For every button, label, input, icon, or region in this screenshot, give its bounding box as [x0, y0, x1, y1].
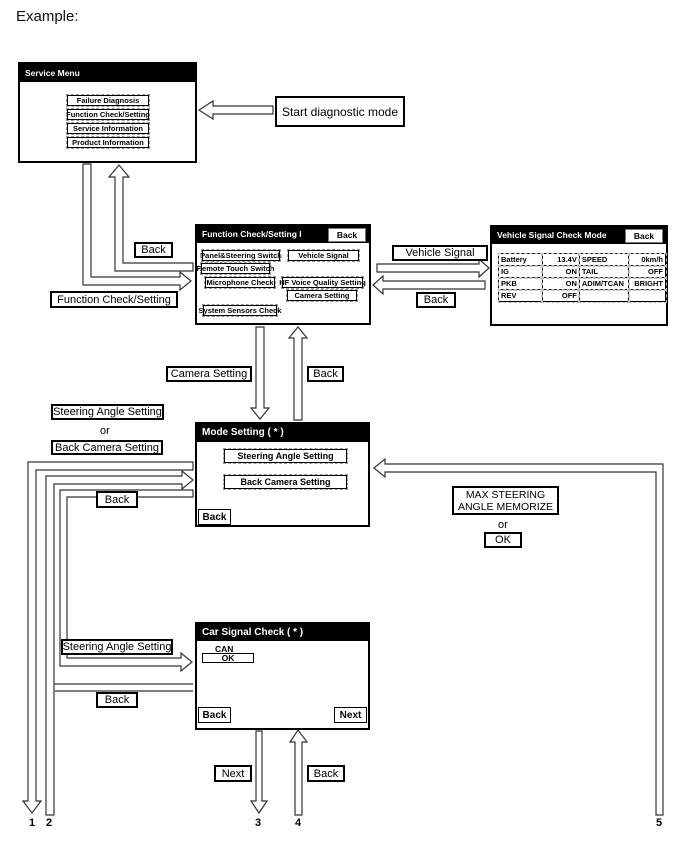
product-information-button[interactable]: Product Information	[66, 136, 150, 149]
panel-steering-switch-button[interactable]: Panel&Steering Switch	[200, 249, 282, 262]
signal-value: BRIGHT	[627, 276, 667, 291]
start-diagnostic-mode-label: Start diagnostic mode	[275, 96, 405, 127]
function-check-setting-label: Function Check/Setting	[50, 291, 178, 308]
function-check-back-button[interactable]: Back	[328, 228, 366, 242]
back-from-vehicle-label: Back	[416, 292, 456, 308]
connector-1: 1	[29, 817, 36, 829]
arrow-mode-to-function	[287, 326, 309, 421]
mode-setting-screen: Mode Setting ( * ) Steering Angle Settin…	[195, 422, 370, 527]
back-from-car-signal-label: Back	[96, 692, 138, 708]
connector-4: 4	[295, 817, 302, 829]
service-information-button[interactable]: Service Information	[66, 122, 150, 135]
back-to-function-label: Back	[307, 366, 344, 382]
mode-setting-title: Mode Setting ( * )	[197, 424, 368, 442]
table-row: Battery 13.4V SPEED 0km/h	[497, 252, 667, 267]
arrow-5-to-mode	[373, 457, 664, 816]
back-camera-setting-label: Back Camera Setting	[51, 440, 163, 455]
car-signal-back-button[interactable]: Back	[198, 707, 231, 723]
vehicle-signal-button[interactable]: Vehicle Signal	[287, 249, 360, 262]
signal-name: REV	[497, 288, 544, 303]
function-check-title: Function Check/Setting I	[197, 226, 369, 243]
signal-value: OFF	[541, 288, 581, 303]
page-heading: Example:	[16, 8, 79, 25]
arrow-vehicle-to-function	[372, 274, 486, 296]
microphone-check-button[interactable]: Microphone Check	[204, 276, 276, 289]
signal-value	[627, 288, 667, 303]
signal-value: OFF	[627, 264, 667, 279]
signal-name: Battery	[497, 252, 544, 267]
arrow-service-to-function	[82, 163, 192, 292]
vehicle-signal-screen: Vehicle Signal Check Mode Back Battery 1…	[490, 225, 668, 326]
camera-setting-button[interactable]: Camera Setting	[286, 289, 358, 302]
arrow-function-to-mode	[249, 326, 271, 420]
car-signal-check-screen: Car Signal Check ( * ) CAN OK Back Next	[195, 622, 370, 730]
connector-2: 2	[46, 817, 53, 829]
or-text-right: or	[498, 519, 508, 531]
signal-name	[578, 288, 630, 303]
vehicle-signal-title: Vehicle Signal Check Mode	[492, 227, 666, 244]
service-menu-title: Service Menu	[20, 64, 195, 82]
failure-diagnosis-button[interactable]: Failure Diagnosis	[66, 94, 150, 107]
signal-name: IG	[497, 264, 544, 279]
table-row: REV OFF	[497, 288, 667, 303]
or-text-left: or	[100, 425, 110, 437]
connector-3: 3	[255, 817, 262, 829]
arrow-mode-to-1	[21, 461, 194, 814]
ok-button[interactable]: OK	[202, 653, 254, 663]
vehicle-signal-arrow-label: Vehicle Signal	[392, 245, 488, 261]
back-bottom-label: Back	[307, 765, 345, 782]
arrow-function-to-vehicle	[376, 257, 490, 279]
arrow-4-to-carsignal	[288, 728, 309, 816]
steering-angle-setting-label-top: Steering Angle Setting	[51, 404, 164, 420]
line-carsignal-back-branch	[54, 683, 193, 692]
arrow-carsignal-to-3	[249, 730, 269, 815]
car-signal-check-title: Car Signal Check ( * )	[197, 624, 368, 641]
table-row: IG ON TAIL OFF	[497, 264, 667, 279]
service-menu-screen: Service Menu Failure Diagnosis Function …	[18, 62, 197, 163]
steering-angle-setting-button[interactable]: Steering Angle Setting	[223, 448, 348, 464]
vehicle-signal-table: Battery 13.4V SPEED 0km/h IG ON TAIL OFF…	[497, 252, 667, 303]
signal-value: 0km/h	[627, 252, 667, 267]
signal-value: 13.4V	[541, 252, 581, 267]
signal-value: ON	[541, 276, 581, 291]
can-label: CAN	[215, 644, 234, 654]
signal-name: SPEED	[578, 252, 630, 267]
function-check-setting-button[interactable]: Function Check/Setting	[66, 108, 150, 121]
back-to-service-label: Back	[134, 242, 173, 258]
hf-voice-quality-button[interactable]: HF Voice Quality Setting	[279, 276, 366, 289]
arrow-function-to-service	[107, 164, 194, 272]
signal-name: ADIM/TCAN	[578, 276, 630, 291]
arrow-start-to-service	[197, 99, 274, 121]
signal-name: TAIL	[578, 264, 630, 279]
next-bottom-label: Next	[214, 765, 252, 782]
steering-angle-setting-label-mid: Steering Angle Setting	[61, 639, 173, 655]
function-check-screen: Function Check/Setting I Back Panel&Stee…	[195, 224, 371, 325]
signal-name: PKB	[497, 276, 544, 291]
system-sensors-check-button[interactable]: System Sensors Check	[198, 304, 282, 317]
vehicle-signal-back-button[interactable]: Back	[625, 229, 663, 243]
max-steering-memorize-label: MAX STEERING ANGLE MEMORIZE	[452, 486, 559, 515]
back-to-mode-label: Back	[96, 491, 138, 508]
signal-value: ON	[541, 264, 581, 279]
remote-touch-switch-button[interactable]: Remote Touch Switch	[196, 262, 275, 275]
camera-setting-arrow-label: Camera Setting	[166, 366, 252, 382]
connector-5: 5	[656, 817, 663, 829]
mode-setting-back-button[interactable]: Back	[198, 509, 231, 525]
ok-label: OK	[484, 532, 522, 548]
arrow-2-to-mode	[45, 469, 194, 816]
arrow-mode-to-carsignal	[59, 489, 194, 673]
back-camera-setting-button[interactable]: Back Camera Setting	[223, 474, 348, 490]
car-signal-next-button[interactable]: Next	[334, 707, 367, 723]
table-row: PKB ON ADIM/TCAN BRIGHT	[497, 276, 667, 291]
